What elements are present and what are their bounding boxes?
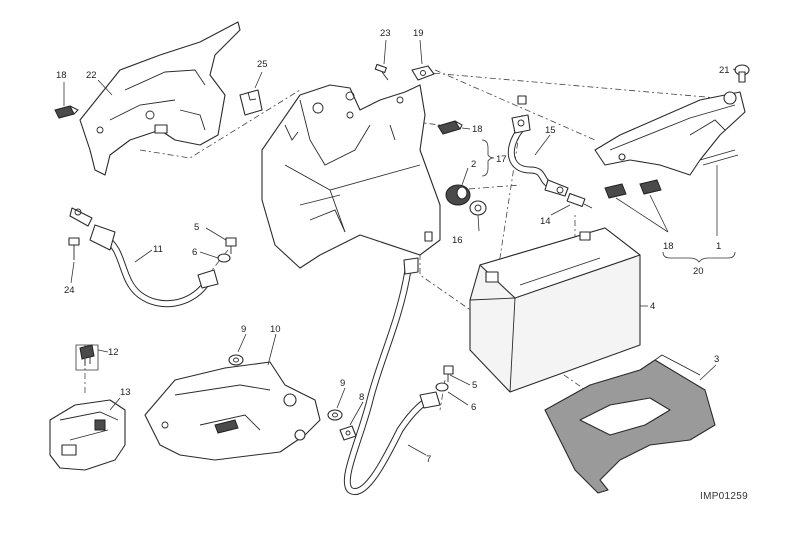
label-17: 17 <box>496 154 507 165</box>
label-5-right: 5 <box>472 380 477 391</box>
label-25: 25 <box>257 59 268 70</box>
label-12: 12 <box>108 347 119 358</box>
label-8: 8 <box>359 392 364 403</box>
battery <box>469 227 641 393</box>
label-14: 14 <box>540 216 551 227</box>
label-18-center: 18 <box>472 124 483 135</box>
label-3: 3 <box>714 354 719 365</box>
screw-21 <box>734 64 750 83</box>
lower-bracket <box>144 361 321 461</box>
rubber-pad-center <box>437 120 463 135</box>
label-10: 10 <box>270 324 281 335</box>
screw-washer-left <box>217 237 237 263</box>
label-13: 13 <box>120 387 131 398</box>
label-9-right: 9 <box>340 378 345 389</box>
label-20: 20 <box>693 266 704 277</box>
fuse-12 <box>79 344 95 366</box>
clip-part-25 <box>239 89 263 116</box>
label-11: 11 <box>153 244 163 255</box>
rubber-pads-right <box>604 179 662 199</box>
label-18-left: 18 <box>56 70 67 81</box>
label-16: 16 <box>452 235 463 246</box>
label-2: 2 <box>471 159 476 170</box>
battery-tray <box>261 84 441 269</box>
washer-9b <box>327 409 343 421</box>
label-15: 15 <box>545 125 556 136</box>
leader-lines <box>63 39 737 456</box>
upper-right-support <box>594 91 746 176</box>
label-7: 7 <box>426 454 431 465</box>
label-1: 1 <box>716 241 721 252</box>
washer-9a <box>228 354 244 366</box>
rubber-pad-left <box>54 105 79 119</box>
nut-19 <box>411 65 435 81</box>
screw-washer-right <box>435 365 454 392</box>
part-labels: 18 22 25 23 19 21 18 17 15 2 16 14 18 1 … <box>56 28 730 465</box>
label-6-right: 6 <box>471 402 476 413</box>
fuse-callout-box <box>75 344 99 371</box>
upper-left-bracket <box>79 21 241 176</box>
label-23: 23 <box>380 28 391 39</box>
label-4: 4 <box>650 301 655 312</box>
label-9-left: 9 <box>241 324 246 335</box>
screw-14 <box>566 192 593 209</box>
label-24: 24 <box>64 285 75 296</box>
label-21: 21 <box>719 65 730 76</box>
cable-11 <box>69 207 219 308</box>
label-22: 22 <box>86 70 97 81</box>
screw-24 <box>68 237 80 260</box>
label-6-left: 6 <box>192 247 197 258</box>
drawing-code: IMP01259 <box>700 491 748 502</box>
label-19: 19 <box>413 28 424 39</box>
cable-7 <box>343 231 441 495</box>
label-18-right: 18 <box>663 241 674 252</box>
grommet-2 <box>445 184 471 206</box>
nut-8 <box>339 425 357 441</box>
battery-holder-plate <box>544 354 716 494</box>
screw-23 <box>374 63 389 81</box>
relay-box <box>49 399 126 471</box>
cable-15 <box>507 95 569 197</box>
bushing-16 <box>469 200 487 216</box>
label-5-left: 5 <box>194 222 199 233</box>
